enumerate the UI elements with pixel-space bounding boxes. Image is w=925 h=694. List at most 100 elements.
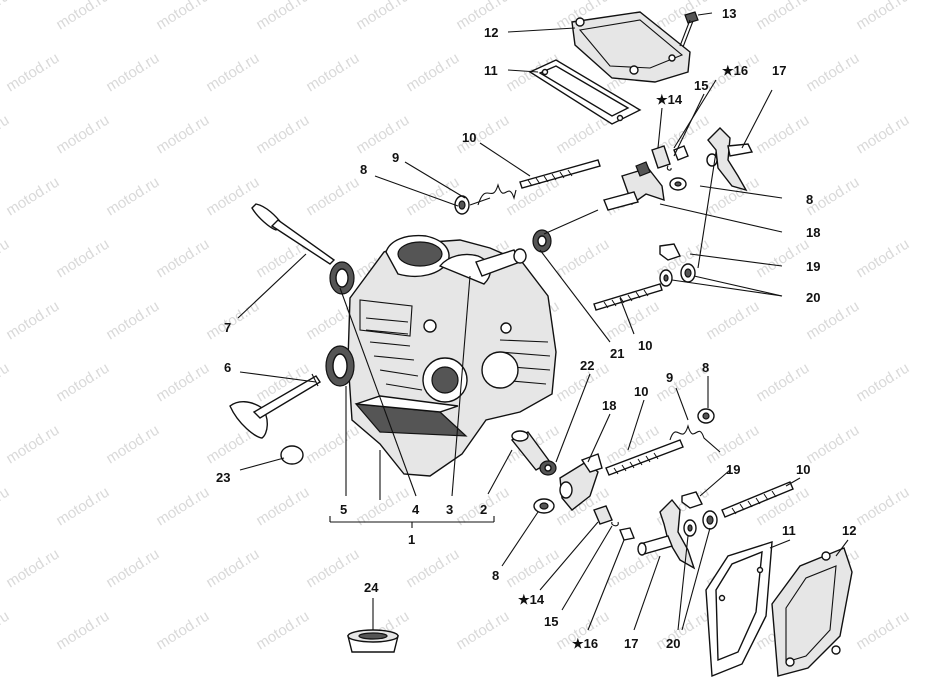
seal-22 bbox=[539, 460, 557, 476]
valve-cover-bottom bbox=[771, 547, 853, 677]
watermark-text: motod.ru bbox=[853, 484, 912, 530]
label-15-bottom: 15 bbox=[544, 614, 558, 629]
callout-labels: 12 13 11 ★14 15 ★16 17 10 9 8 8 18 19 20… bbox=[216, 6, 856, 651]
label-12-top: 12 bbox=[484, 25, 498, 40]
label-8-top-left: 8 bbox=[360, 162, 367, 177]
label-10-top: 10 bbox=[462, 130, 476, 145]
watermark-text: motod.ru bbox=[753, 360, 812, 406]
watermark-text: motod.ru bbox=[153, 608, 212, 654]
watermark-text: motod.ru bbox=[0, 112, 12, 158]
watermark-text: motod.ru bbox=[803, 50, 862, 96]
label-12-bottom: 12 bbox=[842, 523, 856, 538]
watermark-text: motod.ru bbox=[253, 484, 312, 530]
watermark-text: motod.ru bbox=[53, 236, 112, 282]
watermark-text: motod.ru bbox=[0, 0, 12, 33]
watermark-text: motod.ru bbox=[3, 174, 62, 220]
label-19-bottom: 19 bbox=[726, 462, 740, 477]
valve-seal-ring bbox=[329, 261, 355, 295]
valve-cover-top bbox=[571, 11, 691, 83]
watermark-text: motod.ru bbox=[3, 422, 62, 468]
watermark-text: motod.ru bbox=[303, 50, 362, 96]
watermark-text: motod.ru bbox=[203, 50, 262, 96]
cup-24 bbox=[347, 629, 399, 653]
rocker-arm-bottom bbox=[637, 498, 696, 570]
watermark-text: motod.ru bbox=[453, 0, 512, 33]
label-10-mid: 10 bbox=[638, 338, 652, 353]
washers-20-bottom bbox=[683, 510, 718, 537]
label-14-top: ★14 bbox=[656, 92, 683, 107]
watermark-text: motod.ru bbox=[503, 546, 562, 592]
watermark-text: motod.ru bbox=[853, 112, 912, 158]
watermark-text: motod.ru bbox=[103, 50, 162, 96]
watermark-text: motod.ru bbox=[0, 608, 12, 654]
cap-14-top bbox=[651, 145, 671, 169]
watermark-text: motod.ru bbox=[203, 174, 262, 220]
watermark-text: motod.ru bbox=[153, 0, 212, 33]
washer-bottom-left bbox=[533, 498, 555, 514]
watermark-text: motod.ru bbox=[53, 608, 112, 654]
pad-16-bottom bbox=[619, 527, 635, 541]
label-18-top: 18 bbox=[806, 225, 820, 240]
watermark-text: motod.ru bbox=[703, 298, 762, 344]
label-7: 7 bbox=[224, 320, 231, 335]
cover-bolt bbox=[679, 11, 699, 48]
label-17-bottom: 17 bbox=[624, 636, 638, 651]
label-21: 21 bbox=[610, 346, 624, 361]
watermark-text: motod.ru bbox=[153, 236, 212, 282]
label-3: 3 bbox=[446, 502, 453, 517]
spring-bottom bbox=[669, 424, 721, 453]
watermark-text: motod.ru bbox=[853, 236, 912, 282]
watermark-text: motod.ru bbox=[0, 360, 12, 406]
label-20-top: 20 bbox=[806, 290, 820, 305]
label-4: 4 bbox=[412, 502, 420, 517]
cylinder-head bbox=[347, 234, 557, 477]
label-20-bottom: 20 bbox=[666, 636, 680, 651]
label-23: 23 bbox=[216, 470, 230, 485]
seat-ring-5 bbox=[325, 345, 355, 387]
rocker-bottom bbox=[559, 453, 603, 511]
watermark-text: motod.ru bbox=[53, 0, 112, 33]
watermark-text: motod.ru bbox=[0, 236, 12, 282]
watermark-text: motod.ru bbox=[3, 546, 62, 592]
label-16-bottom: ★16 bbox=[572, 636, 598, 651]
shaft-bottom-1 bbox=[605, 439, 684, 476]
watermark-text: motod.ru bbox=[453, 608, 512, 654]
leader-lines bbox=[237, 12, 849, 631]
label-13: 13 bbox=[722, 6, 736, 21]
watermark-text: motod.ru bbox=[303, 422, 362, 468]
cap-14-bottom bbox=[593, 505, 613, 525]
watermark-text: motod.ru bbox=[53, 484, 112, 530]
watermark-text: motod.ru bbox=[853, 608, 912, 654]
label-9-top: 9 bbox=[392, 150, 399, 165]
watermark-text: motod.ru bbox=[553, 236, 612, 282]
seal-21 bbox=[532, 229, 552, 253]
washers-20-top bbox=[659, 263, 696, 287]
shaft-top bbox=[519, 159, 601, 189]
watermark-text: motod.ru bbox=[353, 0, 412, 33]
watermark-text: motod.ru bbox=[853, 360, 912, 406]
label-8-top-right: 8 bbox=[806, 192, 813, 207]
watermark-text: motod.ru bbox=[853, 0, 912, 33]
label-15-top: 15 bbox=[694, 78, 708, 93]
clip-15-bottom bbox=[611, 521, 619, 527]
watermark-text: motod.ru bbox=[753, 112, 812, 158]
watermark-text: motod.ru bbox=[103, 174, 162, 220]
watermark-text: motod.ru bbox=[3, 298, 62, 344]
label-11-bottom: 11 bbox=[782, 523, 796, 538]
watermark-text: motod.ru bbox=[753, 236, 812, 282]
washer-top-left bbox=[454, 195, 470, 215]
label-2: 2 bbox=[480, 502, 487, 517]
watermark-text: motod.ru bbox=[203, 546, 262, 592]
label-10-bottom-2: 10 bbox=[796, 462, 810, 477]
rocker-top bbox=[603, 161, 665, 211]
label-10-bottom-1: 10 bbox=[634, 384, 648, 399]
watermark-text: motod.ru bbox=[0, 484, 12, 530]
watermark-text: motod.ru bbox=[403, 50, 462, 96]
watermark-text: motod.ru bbox=[3, 50, 62, 96]
label-8-bottom-right: 8 bbox=[702, 360, 709, 375]
watermark-text: motod.ru bbox=[803, 422, 862, 468]
washer-top-right bbox=[669, 177, 687, 191]
washer-bottom-right bbox=[697, 408, 715, 424]
